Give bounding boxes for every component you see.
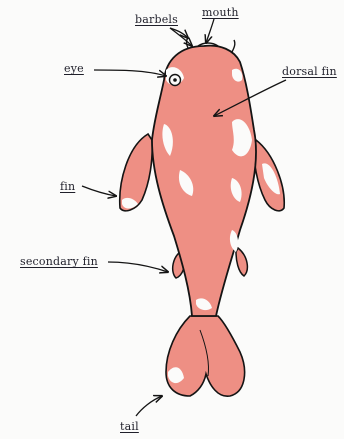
mouth-label: mouth (202, 7, 239, 18)
tail-fin (166, 316, 245, 396)
right-barbel (232, 40, 235, 52)
barbels-arrow-2 (170, 28, 188, 38)
koi-body (152, 46, 256, 316)
right-secondary-fin (236, 248, 247, 276)
secondary-fin-arrow (108, 262, 168, 272)
tail-arrow (136, 396, 162, 416)
barbels-label: barbels (135, 14, 178, 25)
fin-label: fin (60, 181, 75, 192)
koi-eye (170, 75, 181, 86)
eye-label: eye (64, 63, 84, 74)
secondary-fin-label: secondary fin (20, 256, 98, 267)
fin-arrow (82, 186, 116, 196)
mouth-arrow (206, 19, 214, 43)
dorsal-fin-label: dorsal fin (282, 66, 337, 77)
tail-label: tail (120, 421, 139, 432)
barbels-arrow (170, 28, 192, 46)
left-barbel (187, 38, 189, 48)
eye-arrow (94, 70, 166, 76)
